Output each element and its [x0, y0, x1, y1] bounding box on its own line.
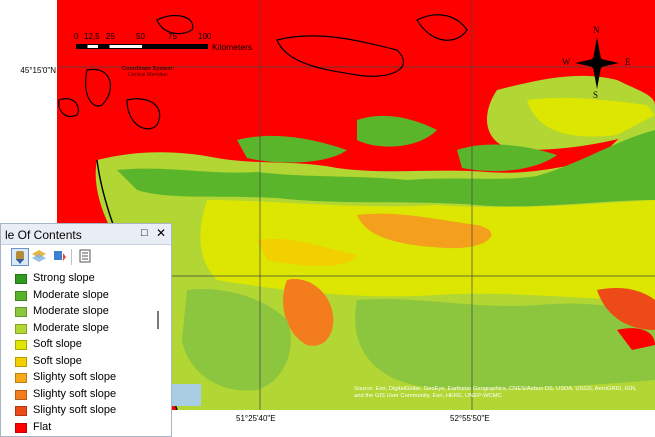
- map-attribution: Source: Esri, DigitalGlobe, GeoEye, Eart…: [354, 386, 637, 399]
- legend-item[interactable]: Strong slope: [11, 271, 151, 288]
- legend-item[interactable]: Moderate slope: [11, 321, 151, 338]
- options-icon[interactable]: [77, 248, 95, 266]
- list-by-visibility-icon[interactable]: [51, 248, 69, 266]
- legend-swatch: [15, 323, 27, 334]
- legend-item[interactable]: Moderate slope: [11, 288, 151, 305]
- legend-label: Moderate slope: [33, 305, 109, 317]
- list-by-drawing-order-icon[interactable]: [11, 248, 29, 266]
- scale-tick: 0: [74, 32, 79, 41]
- close-icon[interactable]: ✕: [156, 226, 167, 240]
- scale-bar: 0 12,5 25 50 75 100 Kilometers: [72, 32, 262, 56]
- coordinate-system-name: Central Meridian: [127, 72, 169, 78]
- float-window-icon[interactable]: □: [141, 227, 148, 239]
- scale-tick: 100: [198, 32, 212, 41]
- coordinate-system-note: Coordinate System: Central Meridian: [122, 66, 174, 78]
- legend-swatch: [15, 406, 27, 416]
- longitude-label-2: 52°55'50"E: [450, 414, 490, 423]
- legend-swatch: [15, 373, 27, 383]
- legend-label: Moderate slope: [33, 321, 109, 334]
- scale-tick: 25: [106, 32, 115, 41]
- legend-swatch: [15, 356, 27, 367]
- latitude-label: 45°15'0"N: [20, 66, 56, 75]
- legend-item[interactable]: Soft slope: [11, 337, 151, 354]
- legend-label: Soft slope: [33, 338, 82, 350]
- legend-label: Moderate slope: [33, 288, 109, 301]
- legend-label: Soft slope: [33, 354, 82, 367]
- map-sea-patch: [172, 384, 201, 406]
- legend-label: Flat: [33, 420, 52, 433]
- legend-item[interactable]: Flat: [11, 420, 151, 437]
- slope-raster-map: [57, 0, 655, 410]
- legend-swatch: [15, 274, 27, 284]
- compass-n: N: [593, 25, 600, 35]
- toc-header[interactable]: le Of Contents □ ✕: [1, 224, 171, 245]
- compass-rose-icon: [575, 37, 619, 89]
- legend-item[interactable]: Slighty soft slope: [11, 387, 151, 404]
- toc-title: le Of Contents: [5, 228, 82, 242]
- toc-toolbar: [3, 246, 171, 268]
- legend-label: Strong slope: [33, 272, 95, 284]
- list-by-source-icon[interactable]: [31, 248, 49, 266]
- legend-list: Strong slope Moderate slope Moderate slo…: [11, 271, 151, 436]
- legend-swatch: [15, 422, 27, 433]
- legend-swatch: [15, 290, 27, 301]
- coordinate-system-title: Coordinate System:: [122, 66, 174, 72]
- map-view[interactable]: [57, 0, 655, 410]
- scale-bar-graphic: [76, 44, 208, 49]
- legend-item[interactable]: Slighty soft slope: [11, 403, 151, 420]
- scroll-thumb[interactable]: [157, 311, 159, 329]
- toolbar-separator: [71, 249, 72, 265]
- legend-label: Slighty soft slope: [33, 371, 117, 383]
- scale-tick: 75: [168, 32, 177, 41]
- compass-w: W: [562, 57, 571, 67]
- legend-label: Slighty soft slope: [33, 387, 117, 400]
- scale-unit: Kilometers: [212, 42, 253, 52]
- toc-scrollbar[interactable]: [151, 271, 165, 436]
- table-of-contents-panel[interactable]: le Of Contents □ ✕ Strong slope Moderate…: [0, 223, 172, 437]
- legend-swatch: [15, 389, 27, 400]
- legend-item[interactable]: Soft slope: [11, 354, 151, 371]
- compass-e: E: [625, 57, 631, 67]
- legend-swatch: [15, 307, 27, 317]
- scale-tick: 12,5: [84, 32, 100, 41]
- compass-s: S: [593, 90, 599, 100]
- legend-label: Slighty soft slope: [33, 404, 117, 416]
- legend-swatch: [15, 340, 27, 350]
- legend-item[interactable]: Slighty soft slope: [11, 370, 151, 387]
- north-arrow-compass: N S W E: [562, 25, 632, 100]
- longitude-label-1: 51°25'40"E: [236, 414, 276, 423]
- legend-item[interactable]: Moderate slope: [11, 304, 151, 321]
- scale-tick: 50: [136, 32, 145, 41]
